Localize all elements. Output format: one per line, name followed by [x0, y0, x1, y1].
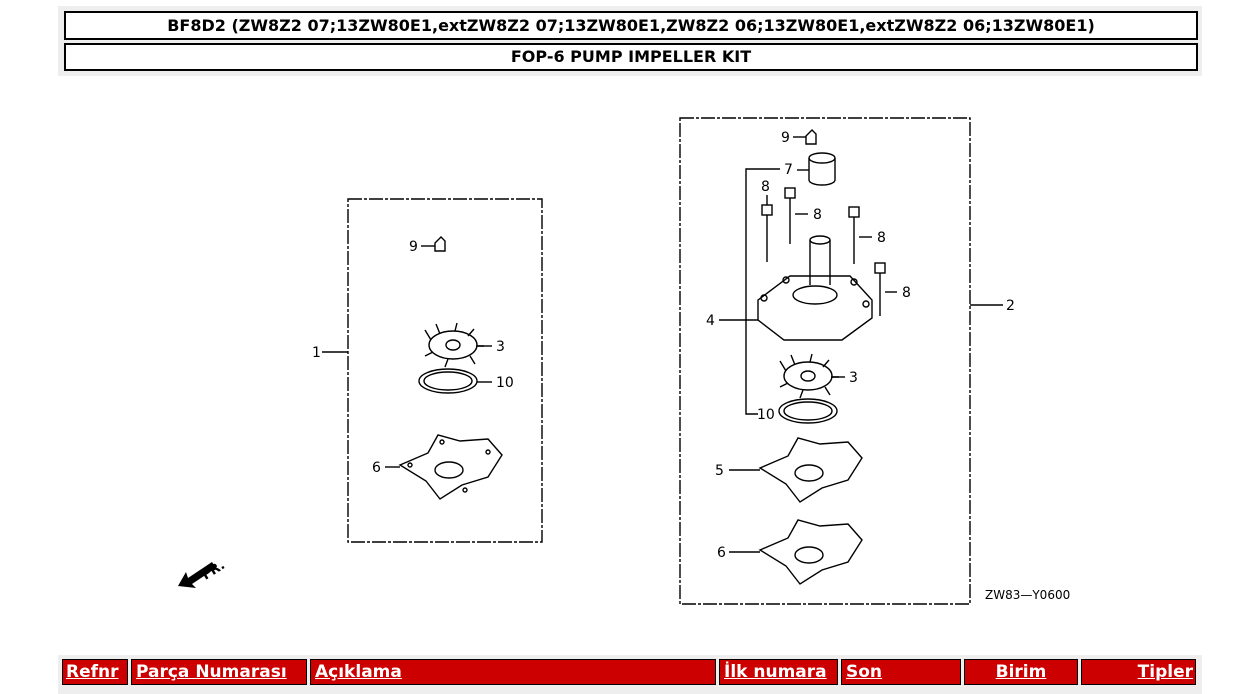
model-title: BF8D2 (ZW8Z2 07;13ZW80E1,extZW8Z2 07;13Z…: [64, 11, 1198, 40]
callout-8c: 8: [877, 230, 886, 246]
plate-5: [758, 437, 863, 503]
impeller-right: [779, 353, 839, 399]
col-part-number: Parça Numarası: [131, 659, 307, 685]
left-kit-frame: [347, 198, 543, 543]
bolt-2: [784, 187, 796, 244]
callout-8d: 8: [902, 285, 911, 301]
sort-part-number-link[interactable]: Parça Numarası: [136, 662, 287, 682]
callout-8a: 8: [761, 179, 770, 195]
col-ref: Refnr: [62, 659, 128, 685]
key-left: [434, 236, 446, 252]
sort-ref-link[interactable]: Refnr: [66, 662, 119, 682]
sort-unit-link[interactable]: Birim: [995, 662, 1047, 682]
parts-diagram: 1 2 3 3 4 5 6 6 7 8 8 8 8 9 9 10 10 FR. …: [178, 117, 1070, 605]
front-arrow-icon: [178, 562, 216, 588]
sort-description-link[interactable]: Açıklama: [315, 662, 402, 682]
callout-3-right: 3: [849, 370, 858, 386]
oring-left: [418, 368, 478, 394]
callout-1: 1: [312, 345, 321, 361]
col-unit: Birim: [964, 659, 1078, 685]
callout-8b: 8: [813, 207, 822, 223]
bolt-4: [874, 262, 886, 316]
col-types: Tipler: [1081, 659, 1196, 685]
plate-left: [398, 434, 503, 500]
sort-types-link[interactable]: Tipler: [1137, 662, 1193, 682]
col-description: Açıklama: [310, 659, 716, 685]
group-title: FOP-6 PUMP IMPELLER KIT: [64, 43, 1198, 71]
sort-first-number-link[interactable]: İlk numara: [724, 662, 827, 682]
oring-right: [778, 398, 838, 424]
callout-5: 5: [715, 463, 724, 479]
pump-housing: [757, 235, 873, 341]
callout-3-left: 3: [496, 339, 505, 355]
callout-9-right: 9: [781, 130, 790, 146]
drawing-code: ZW83—Y0600: [985, 588, 1070, 602]
collar: [808, 152, 836, 186]
sort-last-link[interactable]: Son: [846, 662, 883, 682]
front-label: FR.: [199, 558, 227, 583]
callout-2: 2: [1006, 298, 1015, 314]
callout-10-left: 10: [496, 375, 514, 391]
callout-6-right: 6: [717, 545, 726, 561]
callout-9-left: 9: [409, 239, 418, 255]
callout-10-right: 10: [757, 407, 775, 423]
impeller-left: [424, 322, 484, 368]
bolt-1: [761, 204, 773, 262]
callout-4: 4: [706, 313, 715, 329]
right-kit-frame: [679, 117, 971, 605]
callout-6-left: 6: [372, 460, 381, 476]
col-last: Son: [841, 659, 961, 685]
col-first-number: İlk numara: [719, 659, 838, 685]
bolt-3: [848, 206, 860, 264]
plate-right: [758, 519, 863, 585]
key-right: [805, 129, 817, 145]
callout-7: 7: [784, 162, 793, 178]
